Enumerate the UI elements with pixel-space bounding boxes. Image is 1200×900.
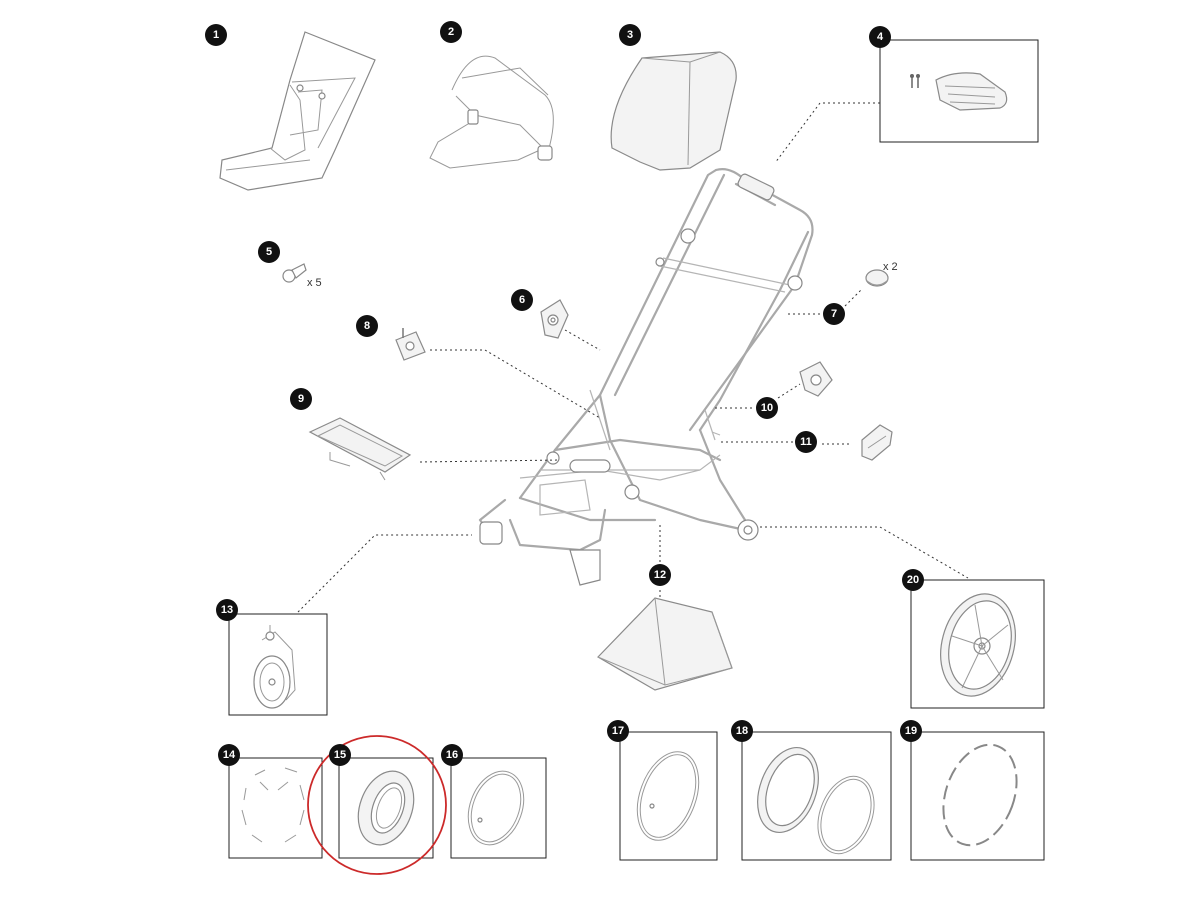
- badge-18: 18: [731, 720, 753, 742]
- part-10-connector: [799, 361, 833, 397]
- part-16-inner-tube: [450, 757, 547, 859]
- badge-2: 2: [440, 21, 462, 43]
- badge-7-label: 7: [831, 308, 837, 320]
- part-8-bracket: [395, 328, 426, 361]
- badge-12: 12: [649, 564, 671, 586]
- part-9-plate: [308, 417, 412, 481]
- badge-8-label: 8: [364, 320, 370, 332]
- badge-17: 17: [607, 720, 629, 742]
- badge-11: 11: [795, 431, 817, 453]
- badge-18-label: 18: [736, 725, 748, 737]
- badge-3-label: 3: [627, 29, 633, 41]
- part-5-quantity: x 5: [307, 277, 322, 289]
- leader-6: [564, 329, 601, 351]
- highlight-ring: [307, 735, 447, 875]
- badge-1-label: 1: [213, 29, 219, 41]
- badge-12-label: 12: [654, 569, 666, 581]
- badge-11-label: 11: [800, 436, 812, 448]
- leader-20: [760, 526, 969, 579]
- leader-lines: [297, 102, 969, 613]
- badge-9: 9: [290, 388, 312, 410]
- part-12-basket: [597, 597, 733, 691]
- badge-16: 16: [441, 744, 463, 766]
- badge-1: 1: [205, 24, 227, 46]
- badge-5-label: 5: [266, 246, 272, 258]
- badge-5: 5: [258, 241, 280, 263]
- badge-13-label: 13: [221, 604, 233, 616]
- part-17-tube: [619, 731, 718, 861]
- badge-14-label: 14: [223, 749, 236, 761]
- stroller-frame: [478, 168, 814, 586]
- badge-3: 3: [619, 24, 641, 46]
- badge-19: 19: [900, 720, 922, 742]
- part-17-box: [619, 731, 718, 861]
- part-19-reflector-ring: [910, 731, 1045, 861]
- part-2-bumper-frame: [429, 55, 554, 169]
- badge-4-label: 4: [877, 31, 884, 43]
- badge-15: 15: [329, 744, 351, 766]
- badge-13: 13: [216, 599, 238, 621]
- badge-7: 7: [823, 303, 845, 325]
- badge-10: 10: [756, 397, 778, 419]
- part-13-front-wheel: [228, 613, 328, 716]
- part-4-handle-cover: [879, 39, 1039, 143]
- part-11-latch: [861, 424, 893, 461]
- part-7-cap: x 2: [865, 261, 898, 287]
- leader-8: [430, 349, 601, 419]
- part-14-reflector-strips: [228, 757, 323, 859]
- badge-8: 8: [356, 315, 378, 337]
- part-1-seat-insert: [219, 31, 376, 191]
- part-15-tire: [338, 757, 434, 859]
- badge-15-label: 15: [334, 749, 346, 761]
- badge-4: 4: [869, 26, 891, 48]
- badge-10-label: 10: [761, 402, 773, 414]
- badge-2-label: 2: [448, 26, 454, 38]
- leader-7b: [844, 288, 863, 307]
- part-5-screw: x 5: [282, 263, 322, 289]
- badge-9-label: 9: [298, 393, 304, 405]
- leader-10b: [777, 383, 801, 399]
- badge-6: 6: [511, 289, 533, 311]
- badge-20: 20: [902, 569, 924, 591]
- part-14-box: [228, 757, 323, 859]
- badge-17-label: 17: [612, 725, 624, 737]
- part-18-tire-and-tube: [741, 731, 892, 861]
- part-20-rear-wheel: [910, 579, 1045, 709]
- badge-14: 14: [218, 744, 240, 766]
- badge-6-label: 6: [519, 294, 525, 306]
- badge-20-label: 20: [907, 574, 919, 586]
- part-number-badges: 1 2 3 4 5 6 7 8 9 10 11 12 13 14 15 16 1…: [205, 21, 924, 766]
- part-7-quantity: x 2: [883, 261, 898, 273]
- part-6-hinge: [540, 299, 569, 339]
- part-4-box: [879, 39, 1039, 143]
- leader-13: [297, 534, 472, 613]
- leader-4: [774, 102, 880, 164]
- part-19-box: [910, 731, 1045, 861]
- badge-16-label: 16: [446, 749, 458, 761]
- badge-19-label: 19: [905, 725, 917, 737]
- leader-9: [419, 459, 561, 463]
- part-3-canopy: [610, 51, 737, 171]
